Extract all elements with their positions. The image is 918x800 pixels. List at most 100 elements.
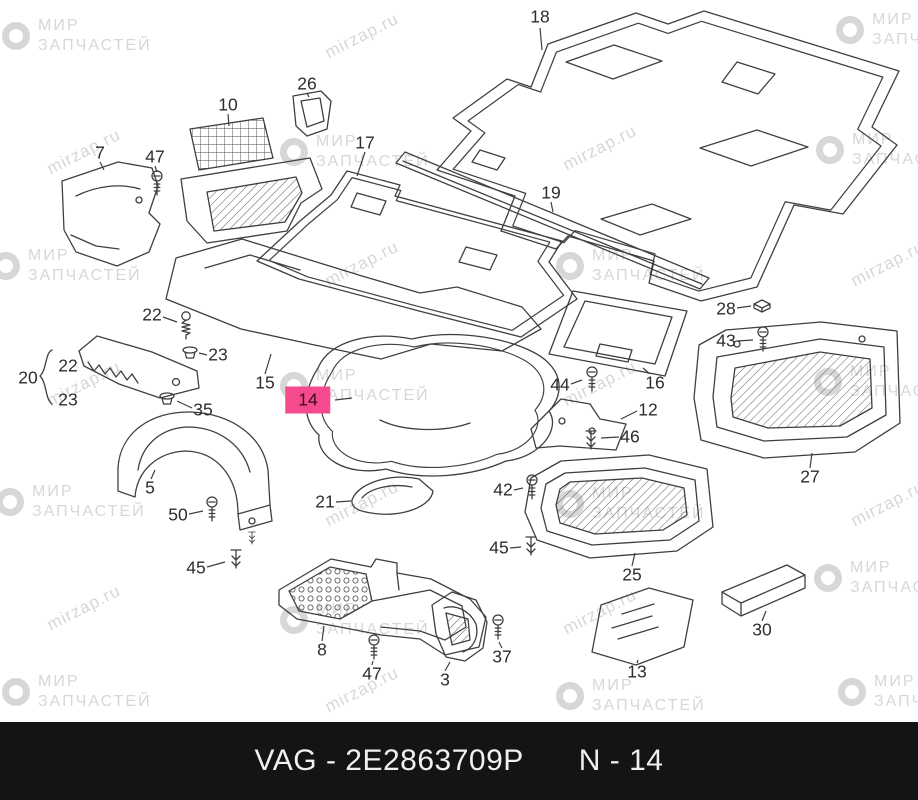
part-label-12: 12 [638, 399, 658, 420]
part-label-27: 27 [800, 466, 820, 487]
part-label-23: 23 [58, 389, 78, 410]
part-label-20: 20 [18, 367, 38, 388]
leader-line-12 [620, 410, 638, 420]
watermark-logo-icon [816, 136, 844, 164]
diagram-canvas: МИРЗАПЧАСТЕЙmirzap.ruМИРЗАПЧАСТЕЙmirzap.… [0, 7, 918, 716]
part-label-25: 25 [622, 564, 642, 585]
leader-line-14 [334, 397, 353, 401]
part-label-45: 45 [489, 537, 509, 558]
part-16-frame [548, 290, 688, 377]
leader-line-21 [335, 500, 352, 503]
part-label-19: 19 [541, 182, 561, 203]
watermark-logo-icon [0, 252, 20, 280]
watermark-logo-icon [280, 138, 308, 166]
leader-line-37 [498, 641, 503, 649]
part-label-28: 28 [716, 298, 736, 319]
leader-line-18 [539, 27, 543, 51]
watermark-logo-icon [836, 16, 864, 44]
part-20-retainer-strip [78, 335, 200, 399]
part-label-23: 23 [208, 344, 228, 365]
leader-line-5 [150, 469, 156, 480]
part-label-22: 22 [142, 304, 162, 325]
leader-line-43 [736, 339, 754, 342]
watermark-logo-icon [838, 678, 866, 706]
part-17-floor-mat [256, 170, 578, 338]
parts-diagram-drawing [39, 10, 901, 672]
leader-line-42 [513, 487, 524, 491]
leader-line-7 [99, 161, 105, 171]
leader-line-16 [642, 367, 651, 375]
part-label-26: 26 [297, 73, 317, 94]
leader-line-25 [631, 552, 636, 567]
leader-line-45 [509, 546, 522, 549]
leader-line-3 [444, 661, 451, 672]
part-label-47: 47 [362, 663, 382, 684]
part-label-30: 30 [752, 619, 772, 640]
part-14-floor-mat [305, 333, 560, 477]
part-label-8: 8 [317, 639, 327, 660]
part-label-35: 35 [193, 399, 213, 420]
watermark-logo-icon [814, 564, 842, 592]
watermark-layer: МИРЗАПЧАСТЕЙmirzap.ruМИРЗАПЧАСТЕЙmirzap.… [0, 9, 918, 716]
leader-line-35 [176, 400, 193, 409]
part-label-7: 7 [95, 142, 105, 163]
part-30-foam-block [721, 564, 806, 617]
part-3-trim-bracket [431, 591, 488, 662]
part-label-43: 43 [716, 330, 736, 351]
leader-line-10 [227, 113, 230, 127]
watermark-logo-icon [556, 682, 584, 710]
leader-line-26 [306, 92, 310, 98]
part-label-45: 45 [186, 557, 206, 578]
leader-line-28 [736, 305, 752, 309]
leader-line-13 [636, 659, 639, 664]
part-label-10: 10 [218, 94, 238, 115]
part-label-22: 22 [58, 355, 78, 376]
part-label-3: 3 [440, 669, 450, 690]
leader-line-19 [550, 201, 554, 213]
figure-ref-caption: N - 14 [578, 744, 664, 777]
leader-line-17 [356, 151, 366, 177]
leader-line-50 [188, 510, 204, 515]
watermark-logo-icon [0, 488, 24, 516]
part-label-14: 14 [285, 386, 331, 414]
leader-line-30 [761, 610, 767, 622]
leader-line-47 [154, 165, 158, 173]
part-label-13: 13 [627, 661, 647, 682]
leader-line-44 [570, 379, 583, 385]
part-label-46: 46 [620, 426, 640, 447]
group-brace [39, 349, 53, 405]
part-label-5: 5 [145, 477, 155, 498]
part-label-47: 47 [145, 146, 165, 167]
leader-line-45 [206, 561, 226, 568]
leader-line-22 [162, 316, 178, 323]
part-19-sill-strip [395, 151, 710, 290]
part-label-42: 42 [493, 479, 513, 500]
watermark-logo-icon [2, 22, 30, 50]
part-21-pocket [351, 476, 434, 515]
part-label-44: 44 [550, 374, 570, 395]
part-10-vent-grille [189, 117, 274, 171]
part-5-wheel-arch-trim [117, 411, 273, 531]
part-label-21: 21 [315, 491, 335, 512]
part-13-insulation-sheet [591, 587, 694, 666]
leader-line-23 [198, 352, 208, 356]
part-label-15: 15 [255, 372, 275, 393]
part-label-50: 50 [168, 504, 188, 525]
part-27-storage-tray [693, 321, 901, 459]
part-number-caption: VAG - 2E2863709P [254, 744, 524, 777]
watermark-logo-icon [556, 252, 584, 280]
part-label-17: 17 [355, 132, 375, 153]
part-26-bracket [292, 90, 332, 137]
leader-line-8 [321, 625, 325, 642]
watermark-logo-icon [2, 678, 30, 706]
